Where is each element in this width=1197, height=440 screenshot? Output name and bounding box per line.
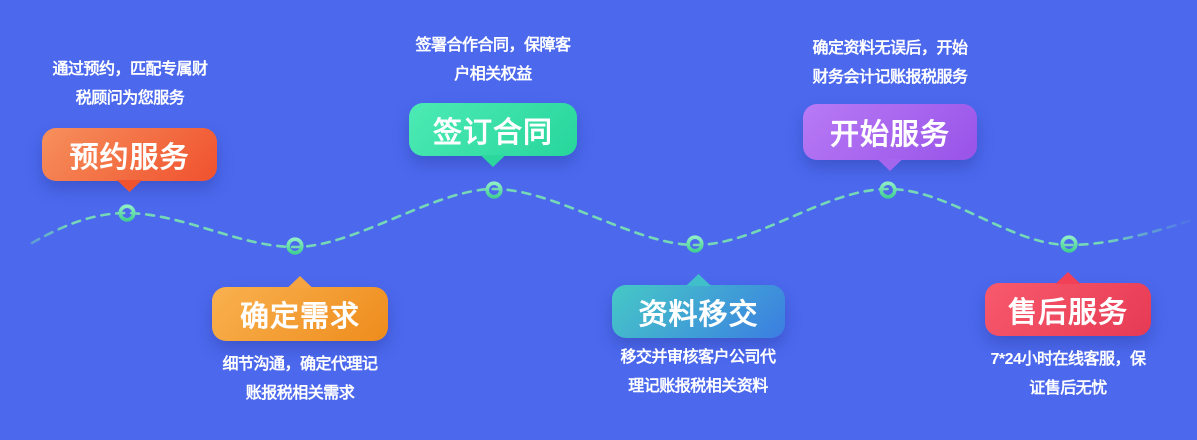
badge-label: 售后服务 [1007,296,1128,329]
flow-node-3 [485,181,503,199]
step-3-contract-description: 签署合作合同，保障客 户相关权益 [363,31,623,89]
description-line: 签署合作合同，保障客 [415,37,571,54]
step-2-requirements-description: 细节沟通，确定代理记 账报税相关需求 [170,350,430,408]
flow-node-1 [118,204,136,222]
step-3-contract-badge: 签订合同 [409,103,577,167]
badge-label: 开始服务 [829,119,950,151]
badge-label: 资料移交 [638,298,759,331]
description-line: 证售后无忧 [1029,380,1107,397]
step-1-appointment-badge: 预约服务 [42,128,217,192]
description-line: 税顾问为您服务 [75,90,185,107]
description-line: 通过预约，匹配专属财 [52,61,208,78]
description-line: 户相关权益 [454,66,532,83]
badge-label: 预约服务 [69,141,190,174]
badge-label: 签订合同 [432,116,553,149]
step-4-handover-description: 移交并审核客户公司代 理记账报税相关资料 [568,343,828,401]
step-6-aftersales-description: 7*24小时在线客服，保 证售后无忧 [938,345,1197,403]
step-2-requirements-badge: 确定需求 [212,276,388,341]
flow-node-4 [686,235,704,253]
description-line: 财务会计记账报税服务 [812,69,968,86]
flow-node-5 [879,181,897,199]
description-line: 账报税相关需求 [245,385,355,402]
badge-label: 确定需求 [239,301,360,333]
step-1-appointment-description: 通过预约，匹配专属财 税顾问为您服务 [0,55,260,113]
step-5-service-start-badge: 开始服务 [803,104,977,171]
description-line: 细节沟通，确定代理记 [222,356,378,373]
step-6-aftersales-badge: 售后服务 [985,272,1151,336]
description-line: 理记账报税相关资料 [628,378,768,395]
step-4-handover-badge: 资料移交 [612,274,785,338]
step-5-service-start-description: 确定资料无误后，开始 财务会计记账报税服务 [760,34,1020,92]
description-line: 确定资料无误后，开始 [812,40,968,57]
flow-node-2 [286,237,304,255]
description-line: 移交并审核客户公司代 [620,349,776,366]
description-line: 7*24小时在线客服，保 [990,351,1146,368]
dashed-connector-line [30,187,1194,249]
flow-node-6 [1060,235,1078,253]
